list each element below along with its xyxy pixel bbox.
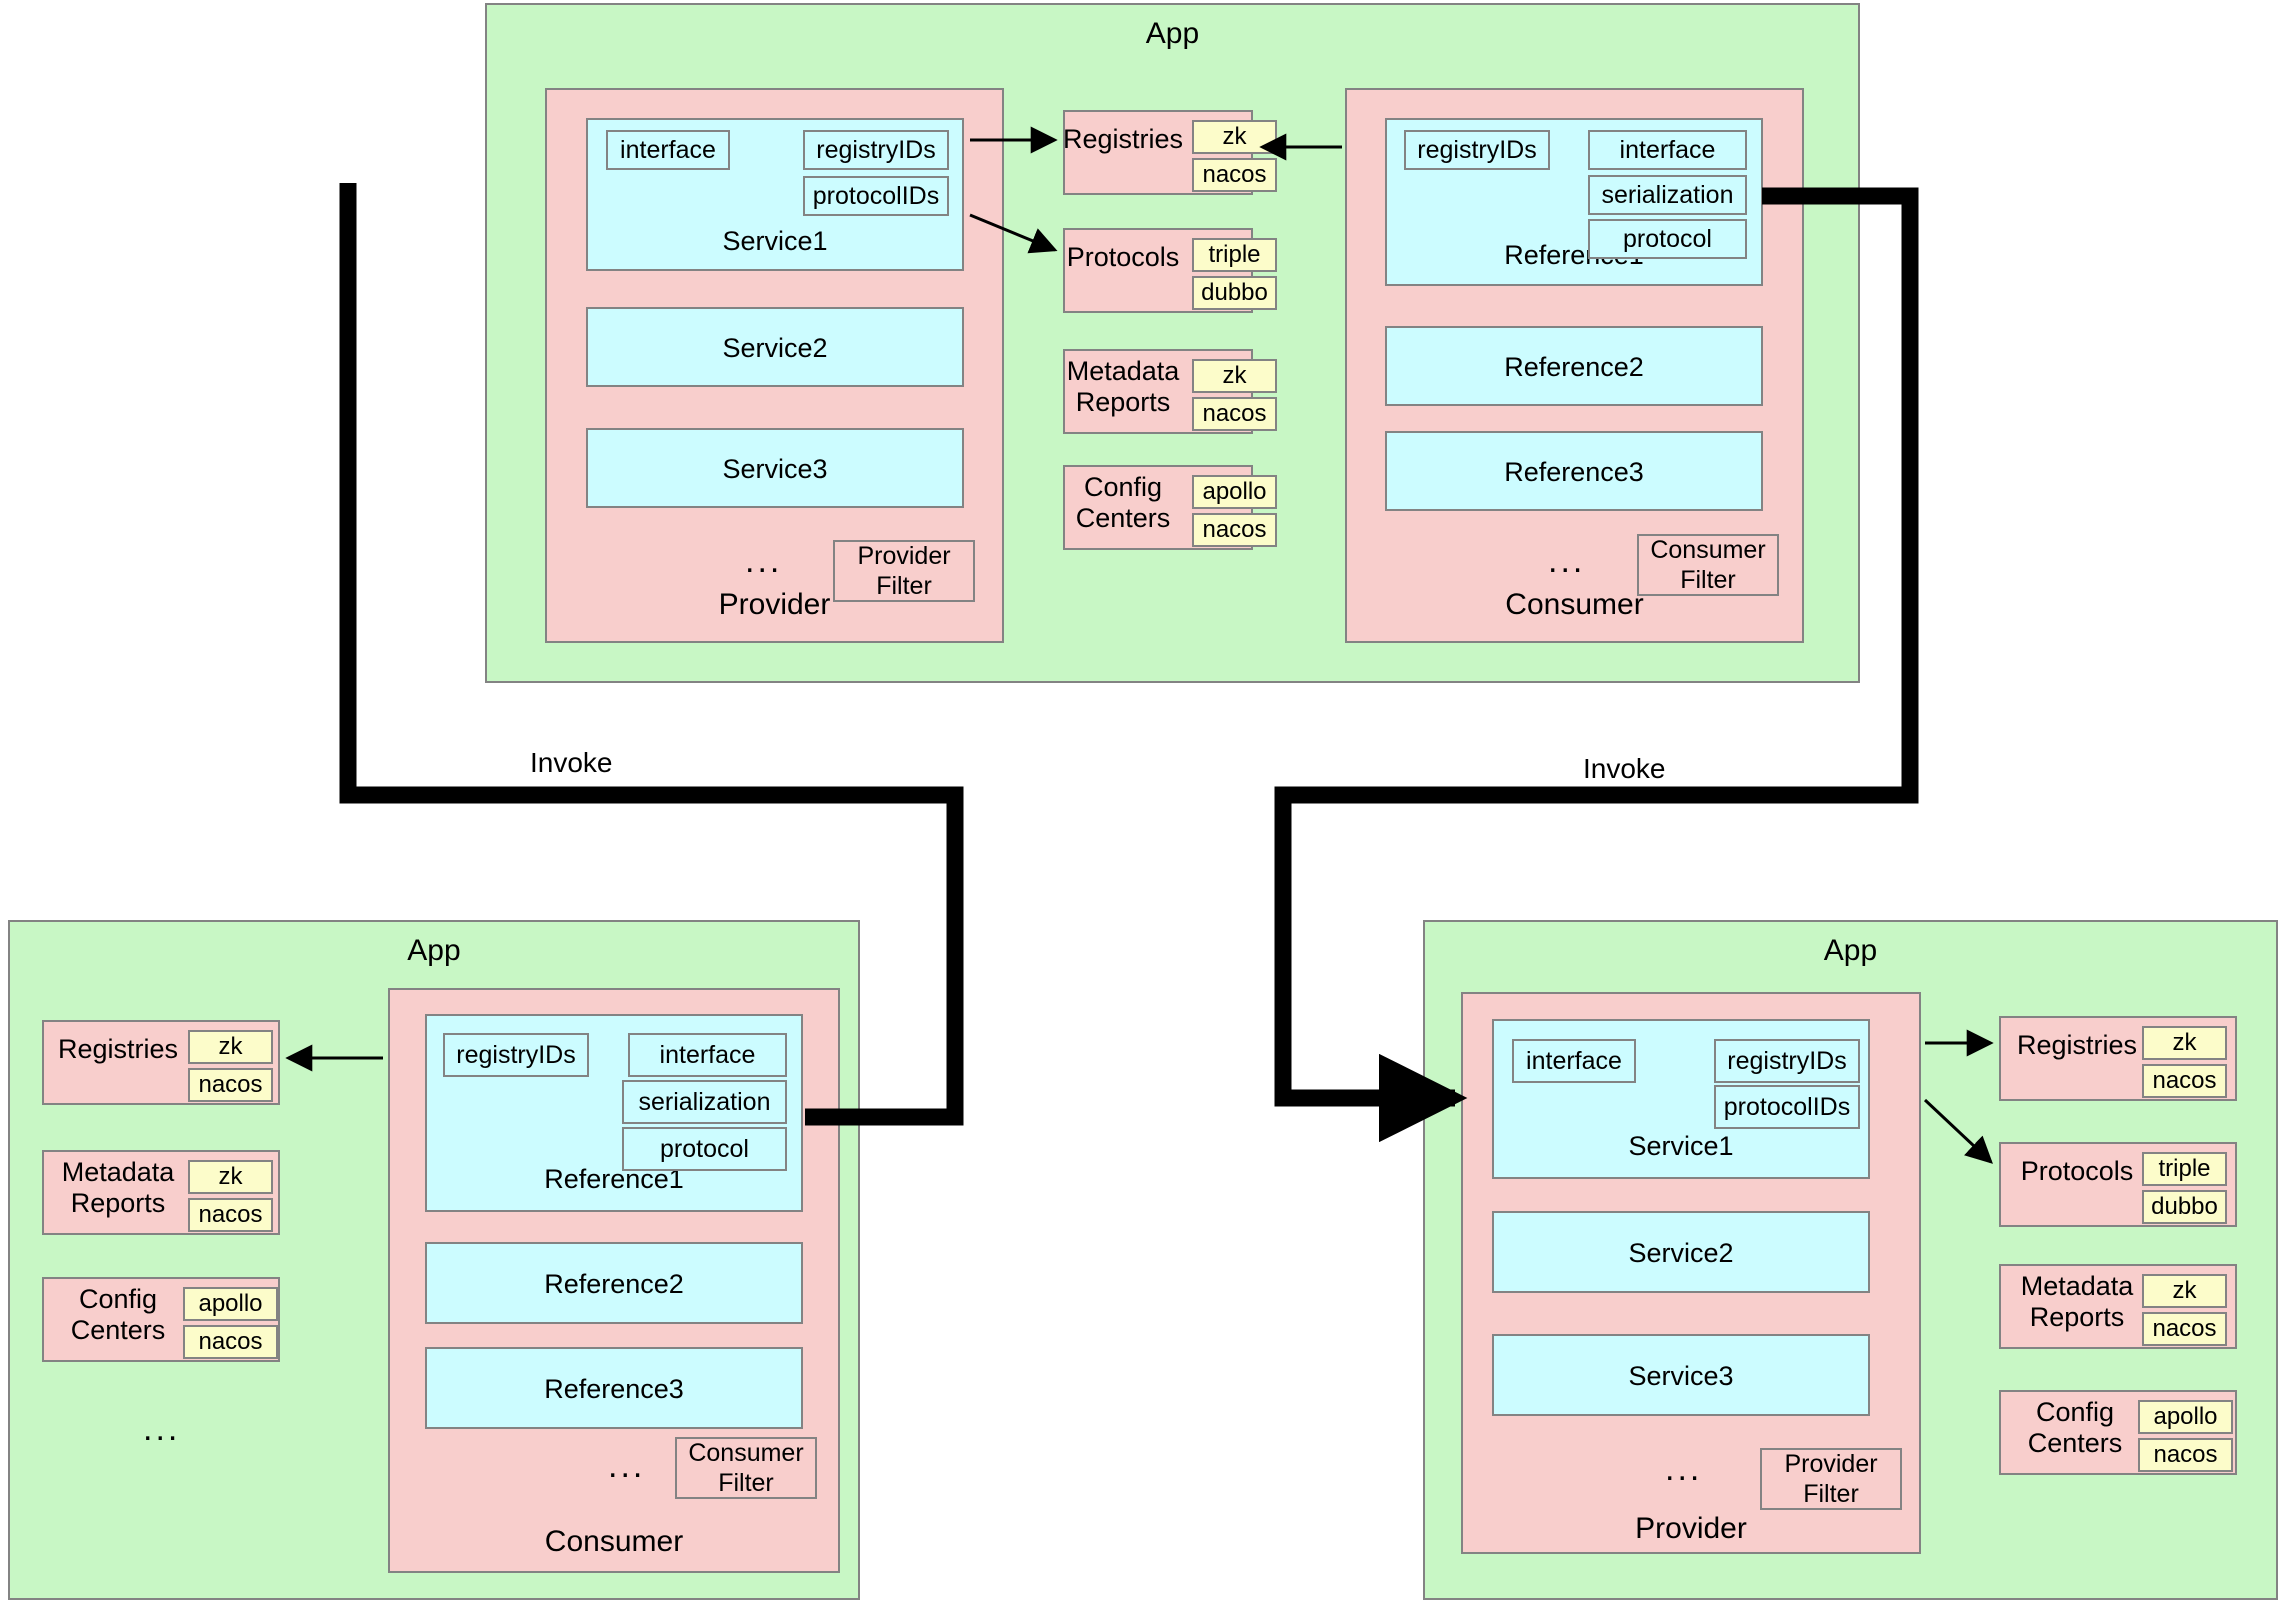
registries-tag-nacos-top: nacos	[1192, 158, 1277, 192]
reference-node-2-label-bottom-left: Reference2	[544, 1269, 684, 1299]
config-centers-tag-apollo-bottom-left: apollo	[183, 1287, 278, 1321]
service1-interface-attr-bottom-right: interface	[1512, 1039, 1636, 1083]
service-node-3-label-top: Service3	[722, 454, 828, 484]
provider-label-bottom-right: Provider	[1635, 1512, 1747, 1545]
reference-node-3-top: Reference3	[1385, 431, 1763, 511]
reference1-interface-attr-bottom-left: interface	[628, 1033, 787, 1077]
metadata-reports-tag-zk-bottom-right: zk	[2142, 1274, 2227, 1308]
provider-filter-bottom-right: Provider Filter	[1760, 1448, 1902, 1510]
service-node-2-label-bottom-right: Service2	[1628, 1238, 1734, 1268]
metadata-reports-tag-nacos-bottom-right: nacos	[2142, 1312, 2227, 1346]
config-centers-label-bottom-left: Config Centers	[70, 1284, 166, 1345]
protocols-tag-dubbo-top: dubbo	[1192, 276, 1277, 310]
metadata-reports-tag-nacos-top: nacos	[1192, 397, 1277, 431]
consumer-ellipsis-top: ...	[1548, 542, 1586, 580]
config-centers-tag-apollo-bottom-right: apollo	[2138, 1400, 2233, 1434]
registries-label-bottom-left: Registries	[57, 1034, 179, 1064]
consumer-label-bottom-left: Consumer	[544, 1525, 684, 1558]
service-node-3-bottom-right: Service3	[1492, 1334, 1870, 1416]
reference-node-2-bottom-left: Reference2	[425, 1242, 803, 1324]
service-node-2-bottom-right: Service2	[1492, 1211, 1870, 1293]
config-centers-tag-nacos-top: nacos	[1192, 513, 1277, 547]
metadata-reports-label-bottom-right: Metadata Reports	[2020, 1271, 2134, 1332]
reference1-interface-attr-top: interface	[1588, 130, 1747, 170]
protocols-tag-triple-bottom-right: triple	[2142, 1152, 2227, 1186]
service1-registryids-attr-bottom-right: registryIDs	[1714, 1039, 1860, 1083]
app-title-bottom-left: App	[407, 934, 461, 967]
registries-tag-nacos-bottom-right: nacos	[2142, 1064, 2227, 1098]
registries-tag-zk-bottom-right: zk	[2142, 1026, 2227, 1060]
config-centers-label-bottom-right: Config Centers	[2027, 1397, 2123, 1458]
service-node-3-top: Service3	[586, 428, 964, 508]
protocols-tag-triple-top: triple	[1192, 238, 1277, 272]
config-centers-label-top: Config Centers	[1075, 472, 1171, 533]
protocols-label-bottom-right: Protocols	[2020, 1156, 2134, 1186]
provider-ellipsis-top: ...	[745, 542, 783, 580]
metadata-reports-label-top: Metadata Reports	[1066, 356, 1180, 417]
service1-protocolids-attr-top: protocolIDs	[803, 176, 949, 216]
app-ellipsis-bottom-left: ...	[143, 1410, 181, 1448]
app-title-top: App	[1145, 17, 1200, 50]
registries-tag-zk-top: zk	[1192, 120, 1277, 154]
metadata-reports-tag-zk-top: zk	[1192, 359, 1277, 393]
invoke-label-right: Invoke	[1583, 753, 1666, 784]
reference-node-3-bottom-left: Reference3	[425, 1347, 803, 1429]
reference1-protocol-attr-bottom-left: protocol	[622, 1127, 787, 1171]
service1-registryids-attr-top: registryIDs	[803, 130, 949, 170]
consumer-filter-top: Consumer Filter	[1637, 534, 1779, 596]
service-node-2-top: Service2	[586, 307, 964, 387]
reference1-serialization-attr-bottom-left: serialization	[622, 1080, 787, 1124]
reference1-protocol-attr-top: protocol	[1588, 219, 1747, 259]
service-node-3-label-bottom-right: Service3	[1628, 1361, 1734, 1391]
provider-filter-top: Provider Filter	[833, 540, 975, 602]
metadata-reports-tag-zk-bottom-left: zk	[188, 1160, 273, 1194]
service1-protocolids-attr-bottom-right: protocolIDs	[1714, 1085, 1860, 1129]
reference1-registryids-attr-bottom-left: registryIDs	[443, 1033, 589, 1077]
reference1-serialization-attr-top: serialization	[1588, 175, 1747, 215]
reference-node-2-top: Reference2	[1385, 326, 1763, 406]
consumer-ellipsis-bottom-left: ...	[608, 1447, 646, 1485]
provider-filter-text: Provider Filter	[857, 541, 951, 601]
reference-node-3-label-bottom-left: Reference3	[544, 1374, 684, 1404]
service-node-1-label-bottom-right: Service1	[1628, 1131, 1734, 1161]
provider-ellipsis-bottom-right: ...	[1665, 1450, 1703, 1488]
metadata-reports-tag-nacos-bottom-left: nacos	[188, 1198, 273, 1232]
consumer-filter-bottom-left: Consumer Filter	[675, 1437, 817, 1499]
reference-node-2-label-top: Reference2	[1504, 352, 1644, 382]
service1-interface-attr-top: interface	[606, 130, 730, 170]
protocols-label-top: Protocols	[1066, 242, 1180, 272]
protocols-tag-dubbo-bottom-right: dubbo	[2142, 1190, 2227, 1224]
registries-label-top: Registries	[1063, 124, 1184, 154]
invoke-label-left: Invoke	[530, 747, 613, 778]
reference-node-3-label-top: Reference3	[1504, 457, 1644, 487]
reference1-registryids-attr-top: registryIDs	[1404, 130, 1550, 170]
config-centers-tag-apollo-top: apollo	[1192, 475, 1277, 509]
service-node-1-label-top: Service1	[722, 226, 828, 256]
config-centers-tag-nacos-bottom-left: nacos	[183, 1325, 278, 1359]
registries-tag-nacos-bottom-left: nacos	[188, 1068, 273, 1102]
config-centers-tag-nacos-bottom-right: nacos	[2138, 1438, 2233, 1472]
registries-label-bottom-right: Registries	[2016, 1030, 2138, 1060]
registries-tag-zk-bottom-left: zk	[188, 1030, 273, 1064]
app-title-bottom-right: App	[1823, 934, 1878, 967]
service-node-2-label-top: Service2	[722, 333, 828, 363]
metadata-reports-label-bottom-left: Metadata Reports	[61, 1157, 175, 1218]
